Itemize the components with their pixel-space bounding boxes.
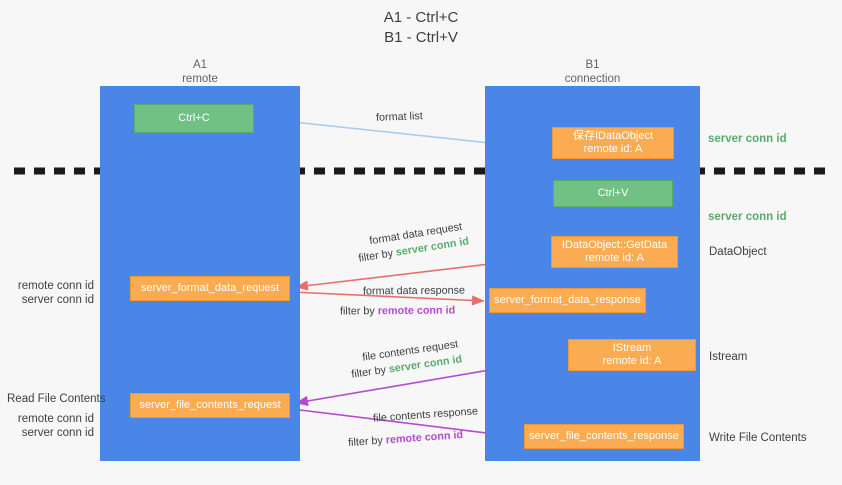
column-header-b1: B1 connection (485, 58, 700, 86)
node-server-file-contents-request-label: server_file_contents_request (139, 399, 281, 411)
column-header-a1: A1 remote (100, 58, 300, 86)
arrow-format-data-response (291, 291, 485, 306)
column-b1-role: connection (564, 73, 621, 85)
annotation-istream: Istream (709, 351, 748, 363)
node-save-idataobject[interactable]: 保存IDataObject remote id: A (552, 127, 674, 159)
annotation-server-conn-id-left-top: server conn id (21, 294, 94, 306)
node-idataobject-getdata[interactable]: IDataObject::GetData remote id: A (551, 236, 678, 268)
node-idataobject-getdata-label: IDataObject::GetData (561, 239, 668, 251)
node-save-idataobject-label: 保存IDataObject (572, 130, 654, 142)
column-b1-name: B1 (585, 59, 600, 71)
node-ctrl-c-label: Ctrl+C (178, 112, 210, 124)
node-server-format-data-response[interactable]: server_format_data_response (489, 288, 646, 313)
node-server-format-data-request[interactable]: server_format_data_request (130, 276, 290, 301)
annotation-server-conn-id-mid: server conn id (708, 211, 787, 223)
node-istream-label: IStream (612, 342, 652, 354)
column-a1-name: A1 (192, 59, 208, 71)
node-server-file-contents-request[interactable]: server_file_contents_request (130, 393, 290, 418)
edge-filter-format-data-response: filter by remote conn id (340, 304, 455, 318)
edge-filter-format-data-response-prefix: filter by (339, 305, 378, 318)
node-ctrl-c[interactable]: Ctrl+C (134, 104, 254, 133)
diagram-title: A1 - Ctrl+C B1 - Ctrl+V (0, 8, 842, 48)
node-ctrl-v-label: Ctrl+V (597, 187, 629, 199)
node-server-format-data-request-label: server_format_data_request (140, 282, 280, 294)
column-a1-role: remote (182, 73, 218, 85)
node-save-idataobject-sub: remote id: A (583, 143, 643, 155)
edge-filter-format-data-response-value: remote conn id (377, 304, 456, 318)
edge-label-format-list-text: format list (375, 110, 423, 124)
node-server-format-data-response-label: server_format_data_response (494, 294, 641, 306)
edge-filter-file-contents-response-prefix: filter by (347, 434, 387, 450)
title-line-2: B1 - Ctrl+V (384, 29, 458, 46)
node-idataobject-getdata-sub: remote id: A (585, 252, 644, 264)
node-server-file-contents-response-label: server_file_contents_response (529, 430, 679, 442)
annotation-server-conn-id-top: server conn id (708, 133, 787, 145)
annotation-write-file-contents: Write File Contents (709, 432, 807, 444)
annotation-remote-conn-id-bottom: remote conn id (17, 413, 94, 425)
edge-label-format-data-response-text: format data response (362, 284, 466, 298)
node-ctrl-v[interactable]: Ctrl+V (553, 180, 673, 207)
edge-label-format-data-response: format data response (363, 285, 465, 299)
arrow-file-contents-response (291, 408, 520, 441)
annotation-server-conn-id-left-bottom: server conn id (21, 427, 94, 439)
annotation-read-file-contents: Read File Contents (7, 393, 106, 405)
annotation-remote-conn-id-top: remote conn id (17, 280, 94, 292)
title-line-1: A1 - Ctrl+C (383, 9, 459, 26)
annotation-dataobject: DataObject (709, 246, 767, 258)
node-istream-sub: remote id: A (602, 355, 662, 367)
node-server-file-contents-response[interactable]: server_file_contents_response (524, 424, 684, 449)
annotation-left-conn-ids-top: remote conn id server conn id (7, 279, 94, 307)
node-istream[interactable]: IStream remote id: A (568, 339, 696, 371)
edge-label-format-list: format list (376, 110, 423, 125)
annotation-left-conn-ids-bottom: remote conn id server conn id (7, 412, 94, 440)
